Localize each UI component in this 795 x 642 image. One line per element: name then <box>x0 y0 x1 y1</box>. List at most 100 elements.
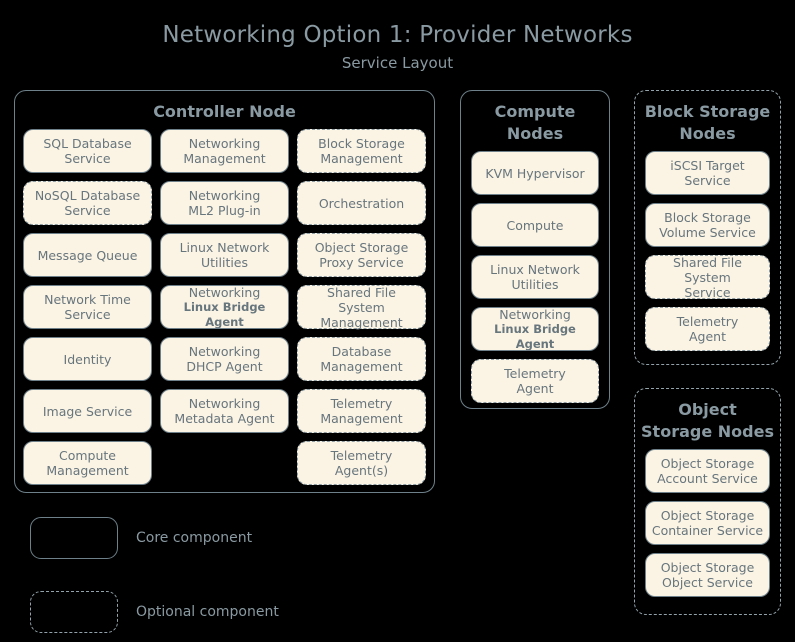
service-chip-line1: Networking <box>499 306 571 322</box>
service-chip[interactable]: Image Service <box>23 389 152 433</box>
service-chip-line2: Service <box>64 151 111 166</box>
service-chip-line2: Agent <box>516 381 554 396</box>
service-chip-line1: Telemetry <box>330 448 393 463</box>
service-chip-line2: Utilities <box>200 255 249 270</box>
service-chip-line1: Telemetry <box>330 396 393 411</box>
service-chip-line1: Object Storage <box>660 560 755 575</box>
service-chip-line1: Database <box>331 344 392 359</box>
service-chip-line2: Object Service <box>662 575 753 590</box>
service-chip-line1: Networking <box>188 188 261 203</box>
service-chip-line2: Management <box>320 151 403 166</box>
compute-nodes-title: Compute Nodes <box>461 91 609 151</box>
legend-row-optional: Optional component <box>30 586 360 638</box>
service-chip-line2: Service <box>684 173 731 188</box>
service-chip-line1: Compute <box>506 217 564 233</box>
block-storage-nodes-title-line2: Nodes <box>679 124 736 143</box>
object-storage-nodes-title-line2: Storage Nodes <box>641 422 774 441</box>
service-chip-line1: SQL Database <box>43 136 132 151</box>
service-chip-line2: Management <box>320 359 403 374</box>
service-chip-line1: Shared File System <box>327 284 396 315</box>
service-chip[interactable]: Identity <box>23 337 152 381</box>
service-chip-line1: Identity <box>63 351 112 367</box>
service-chip[interactable]: Compute <box>471 203 599 247</box>
service-chip-line1: Object Storage <box>314 240 409 255</box>
service-chip-line2: Metadata Agent <box>174 411 275 426</box>
service-chip-line1: Shared File System <box>673 254 742 285</box>
service-chip-line1: Object Storage <box>660 456 755 471</box>
service-chip-line2: Service <box>64 307 111 322</box>
object-storage-nodes-title: Object Storage Nodes <box>635 389 780 449</box>
controller-node-title: Controller Node <box>153 102 296 121</box>
service-chip-line1: Object Storage <box>660 508 755 523</box>
service-chip-line2: Agent <box>689 329 726 344</box>
service-chip[interactable]: Orchestration <box>297 181 426 225</box>
service-chip-line1: Block Storage <box>664 210 751 225</box>
service-chip-line2: Proxy Service <box>319 255 404 270</box>
compute-nodes-title-line1: Compute <box>494 102 576 121</box>
service-chip-line1: Telemetry <box>504 366 566 381</box>
service-chip-line1: Network Time <box>44 292 131 307</box>
service-chip-line1: Orchestration <box>318 195 405 211</box>
service-chip-placeholder <box>160 441 289 485</box>
service-chip-line1: KVM Hypervisor <box>485 165 585 181</box>
service-chip-line1: Compute <box>58 448 116 463</box>
service-chip-line2: DHCP Agent <box>186 359 263 374</box>
legend-row-core: Core component <box>30 512 360 564</box>
service-chip-line2: Management <box>320 411 403 426</box>
service-chip-line1: Telemetry <box>676 314 739 329</box>
object-storage-nodes-title-line1: Object <box>678 400 737 419</box>
service-chip-line2: Management <box>320 314 403 330</box>
service-chip-line2: Agent(s) <box>334 463 389 478</box>
service-chip-line2: Service <box>684 284 731 300</box>
service-chip[interactable]: Message Queue <box>23 233 152 277</box>
service-chip-line1: Networking <box>188 344 261 359</box>
service-chip-line2: Utilities <box>511 277 559 292</box>
service-chip[interactable]: KVM Hypervisor <box>471 151 599 195</box>
service-chip-line2: Linux Bridge Agent <box>494 321 576 351</box>
service-chip-line2: Service <box>64 203 111 218</box>
service-chip-line1: Linux Network <box>490 262 580 277</box>
block-storage-nodes-title-line1: Block Storage <box>644 102 771 121</box>
service-chip-line1: NoSQL Database <box>34 188 141 203</box>
block-storage-nodes-title: Block Storage Nodes <box>635 91 780 151</box>
service-chip-line2: Volume Service <box>659 225 756 240</box>
page-title: Networking Option 1: Provider Networks <box>162 22 633 48</box>
service-chip-line1: Image Service <box>42 403 133 419</box>
optional-component-swatch <box>30 591 118 633</box>
